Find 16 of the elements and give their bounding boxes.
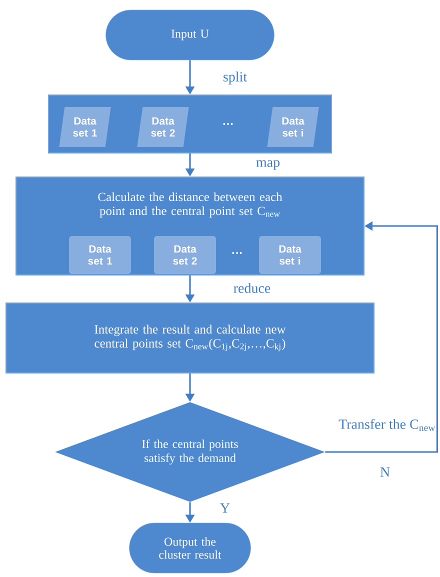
data-parallelogram: Data set 2 bbox=[137, 107, 189, 147]
edge-label: Y bbox=[220, 503, 230, 513]
process-box: Integrate the result and calculate new central points set C$_{new}$(C$_{1j}$,C$_{2j}$,…,C$_{kj}$) bbox=[6, 302, 374, 374]
terminal-oval: Output the cluster result bbox=[129, 522, 251, 574]
data-parallelogram: Data set i bbox=[267, 107, 319, 147]
edge-label: map bbox=[256, 160, 280, 170]
data-box: Data set 1 bbox=[69, 236, 131, 274]
data-parallelogram: Data set 1 bbox=[59, 107, 111, 147]
data-box: Data set 2 bbox=[154, 236, 216, 274]
branch-label: N bbox=[380, 467, 390, 477]
edge-label: Transfer the C$_{new}$ bbox=[338, 418, 436, 432]
ellipsis: … bbox=[232, 252, 242, 254]
edge-label: split bbox=[224, 72, 247, 84]
data-box: Data set i bbox=[259, 236, 321, 274]
ellipsis: … bbox=[223, 123, 233, 125]
edge-label: reduce bbox=[234, 283, 270, 293]
